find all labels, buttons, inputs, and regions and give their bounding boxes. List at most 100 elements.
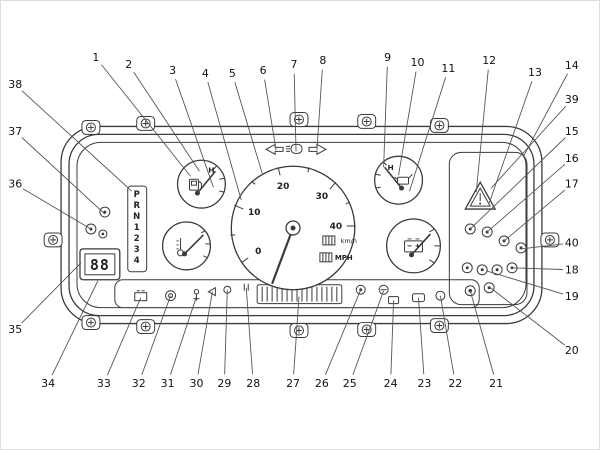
leader-line-31: [169, 296, 197, 375]
leader-line-18: [512, 267, 563, 270]
mounting-tab: [289, 112, 309, 127]
mounting-tab: [289, 323, 309, 338]
leader-line-12: [475, 69, 489, 193]
leader-line-28: [245, 287, 254, 375]
callout-26: 26: [315, 377, 329, 390]
temperature-gauge-needle: [182, 234, 204, 257]
callout-35: 35: [8, 323, 22, 336]
gear-letter-4: 4: [134, 255, 140, 265]
fuel-gauge-needle: [194, 170, 216, 196]
callout-37: 37: [8, 125, 22, 138]
speed-tick-20: 20: [277, 182, 289, 192]
callout-6: 6: [260, 64, 267, 77]
callout-20: 20: [565, 344, 579, 357]
fuel-gauge: H: [176, 159, 226, 209]
leader-line-33: [107, 297, 142, 376]
callout-33: 33: [97, 377, 111, 390]
leader-line-9: [383, 66, 388, 168]
mounting-tab: [43, 232, 63, 248]
mounting-tab: [540, 232, 560, 248]
callout-2: 2: [125, 58, 132, 71]
callout-39: 39: [565, 93, 579, 106]
gear-letter-3: 3: [134, 244, 140, 254]
callout-36: 36: [8, 178, 22, 191]
gear-letter-2: 2: [134, 233, 140, 243]
callout-5: 5: [229, 67, 236, 80]
speedometer-needle: [271, 220, 301, 285]
speed-unit-imperial: MPH: [335, 254, 353, 262]
high-beam-icon: [286, 143, 303, 154]
leader-line-22: [439, 295, 455, 375]
callout-12: 12: [482, 54, 496, 67]
odometer-window: [322, 235, 336, 246]
odometer-value: 88: [90, 256, 110, 274]
mounting-tab: [429, 117, 449, 133]
callout-27: 27: [286, 377, 300, 390]
leader-line-40: [520, 243, 563, 250]
oil-gauge-scale-label: H: [387, 163, 393, 172]
leader-line-37: [21, 137, 106, 215]
battery-icon: [134, 290, 148, 302]
callout-10: 10: [411, 56, 425, 69]
callout-1: 1: [92, 51, 99, 64]
mounting-tab: [357, 113, 377, 129]
fuel-gauge-scale-label: H: [208, 166, 214, 175]
leader-line-29: [224, 289, 228, 375]
warning-triangle-icon: [464, 180, 497, 210]
oil-can-icon: [394, 173, 413, 185]
speedometer-ticks: [230, 167, 356, 264]
callout-8: 8: [319, 54, 326, 67]
callout-24: 24: [384, 377, 398, 390]
callout-28: 28: [246, 377, 260, 390]
leader-line-26: [324, 289, 362, 376]
callout-18: 18: [565, 263, 579, 276]
leader-line-34: [51, 280, 99, 376]
indicator-strip: [114, 279, 480, 309]
mounting-tab: [357, 322, 377, 337]
odometer-display: 88: [79, 248, 121, 281]
callout-14: 14: [565, 59, 579, 72]
leader-line-20: [488, 286, 565, 346]
mounting-tab: [81, 119, 101, 135]
callout-32: 32: [132, 377, 146, 390]
speed-unit-metric: km/h: [341, 237, 357, 245]
leader-line-35: [21, 262, 82, 324]
speed-tick-30: 30: [316, 192, 328, 202]
trip-window: [319, 252, 333, 263]
callout-19: 19: [565, 290, 579, 303]
indicator-lamp-icon: [483, 282, 495, 294]
brake-warning-icon: [165, 290, 177, 302]
indicator-lamp-icon: [515, 242, 527, 254]
leader-line-8: [316, 69, 323, 151]
mounting-tab: [429, 318, 449, 334]
left-indicator-lamps: [85, 206, 111, 239]
gear-letter-1: 1: [134, 222, 140, 232]
mounting-tab: [81, 315, 101, 331]
leader-line-14: [522, 73, 568, 158]
leader-line-27: [293, 296, 300, 375]
indicator-lamp-icon: [476, 264, 488, 276]
leader-line-17: [503, 189, 566, 242]
callout-13: 13: [528, 66, 542, 79]
leader-line-23: [418, 297, 425, 375]
indicator-lamp-icon: [461, 262, 473, 274]
gear-letter-n: N: [133, 211, 140, 221]
gear-letter-r: R: [133, 200, 140, 210]
speedometer: 0 10 20 30 40 km/h MPH: [230, 165, 357, 291]
indicator-lamp-icon: [243, 283, 249, 291]
indicator-lamp-icon: [98, 229, 108, 239]
callout-15: 15: [565, 125, 579, 138]
leader-line-32: [141, 295, 171, 376]
indicator-lamp-icon: [491, 264, 503, 276]
callout-31: 31: [161, 377, 175, 390]
indicator-lamp-panel: [448, 151, 528, 306]
leader-line-25: [352, 290, 385, 376]
callout-11: 11: [441, 62, 455, 75]
leader-line-21: [469, 290, 495, 375]
mounting-tab: [136, 115, 156, 131]
leader-line-5: [234, 82, 263, 174]
gear-indicator: P R N 1 2 3 4: [127, 185, 148, 273]
speed-tick-40: 40: [330, 222, 342, 232]
